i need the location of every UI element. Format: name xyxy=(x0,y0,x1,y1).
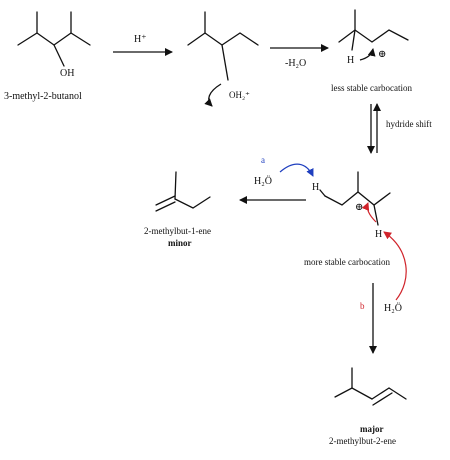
water-leaving-arrow xyxy=(204,83,222,107)
path-a-water: H₂Ö xyxy=(254,175,272,187)
acid-label: H⁺ xyxy=(134,34,147,45)
path-b-inner-arrow xyxy=(361,202,377,223)
oxonium-label: OH₂⁺ xyxy=(229,90,250,100)
hydride-curved-arrow xyxy=(359,48,376,61)
hydride-shift-label: hydride shift xyxy=(386,119,432,129)
oxonium-structure xyxy=(187,11,259,81)
minor-product-structure xyxy=(155,171,211,212)
less-stable-charge: ⊕ xyxy=(378,49,386,60)
more-stable-label: more stable carbocation xyxy=(304,257,390,267)
path-b-arrow xyxy=(383,231,407,301)
less-stable-h-label: H xyxy=(347,55,354,66)
path-b-h-label: H xyxy=(375,229,382,240)
minus-water-label: -H₂O xyxy=(285,58,306,69)
major-label: major xyxy=(360,424,384,434)
more-stable-carbocation-structure xyxy=(319,171,391,226)
major-product-name: 2-methylbut-2-ene xyxy=(329,436,396,446)
path-b-label: b xyxy=(360,301,365,311)
minor-product-name: 2-methylbut-1-ene xyxy=(144,226,211,236)
path-a-h-label: H xyxy=(312,182,319,193)
minor-label: minor xyxy=(168,238,192,248)
major-product-structure xyxy=(334,367,407,406)
reactant-name: 3-methyl-2-butanol xyxy=(4,91,82,102)
more-stable-charge: ⊕ xyxy=(355,202,363,213)
less-stable-label: less stable carbocation xyxy=(331,83,412,93)
path-b-water: H₂Ö xyxy=(384,302,402,314)
reactant-structure xyxy=(17,11,91,67)
less-stable-carbocation-structure xyxy=(338,9,409,51)
reactant-oh-label: OH xyxy=(60,68,74,79)
path-a-arrow xyxy=(279,163,314,177)
path-a-label: a xyxy=(261,155,265,165)
